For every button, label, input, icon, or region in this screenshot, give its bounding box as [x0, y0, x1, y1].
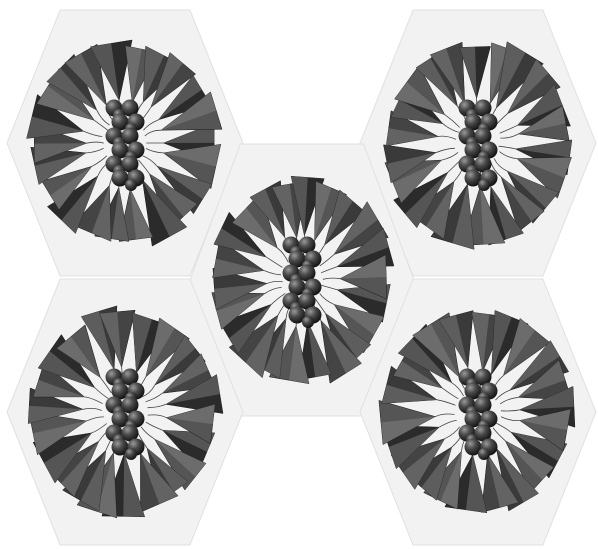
core-sphere — [125, 179, 137, 191]
core-sphere — [478, 179, 490, 191]
core-sphere — [478, 448, 490, 460]
core-sphere — [302, 316, 314, 328]
core-sphere — [125, 448, 137, 460]
